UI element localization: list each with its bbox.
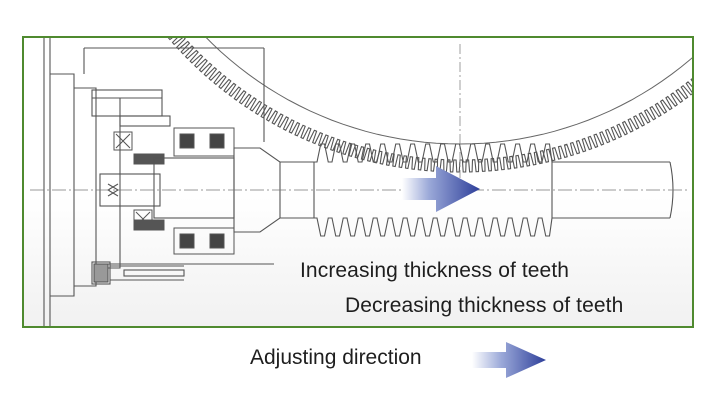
mechanical-drawing [30, 38, 692, 326]
bracket [91, 89, 171, 127]
worm [313, 143, 553, 237]
diagram-frame: Increasing thickness of teeth Decreasing… [22, 36, 694, 328]
adjusting-direction-label: Adjusting direction [250, 346, 422, 369]
worm-wheel [167, 38, 692, 178]
bearing-upper [113, 127, 235, 165]
tooth-direction-arrow [402, 166, 480, 212]
adjusting-direction-arrow-icon [472, 342, 546, 378]
bolt [91, 261, 185, 285]
caption-decreasing-thickness: Decreasing thickness of teeth [345, 294, 624, 317]
housing [43, 38, 274, 326]
caption-increasing-thickness: Increasing thickness of teeth [300, 259, 570, 282]
bearing-lower [133, 209, 235, 255]
